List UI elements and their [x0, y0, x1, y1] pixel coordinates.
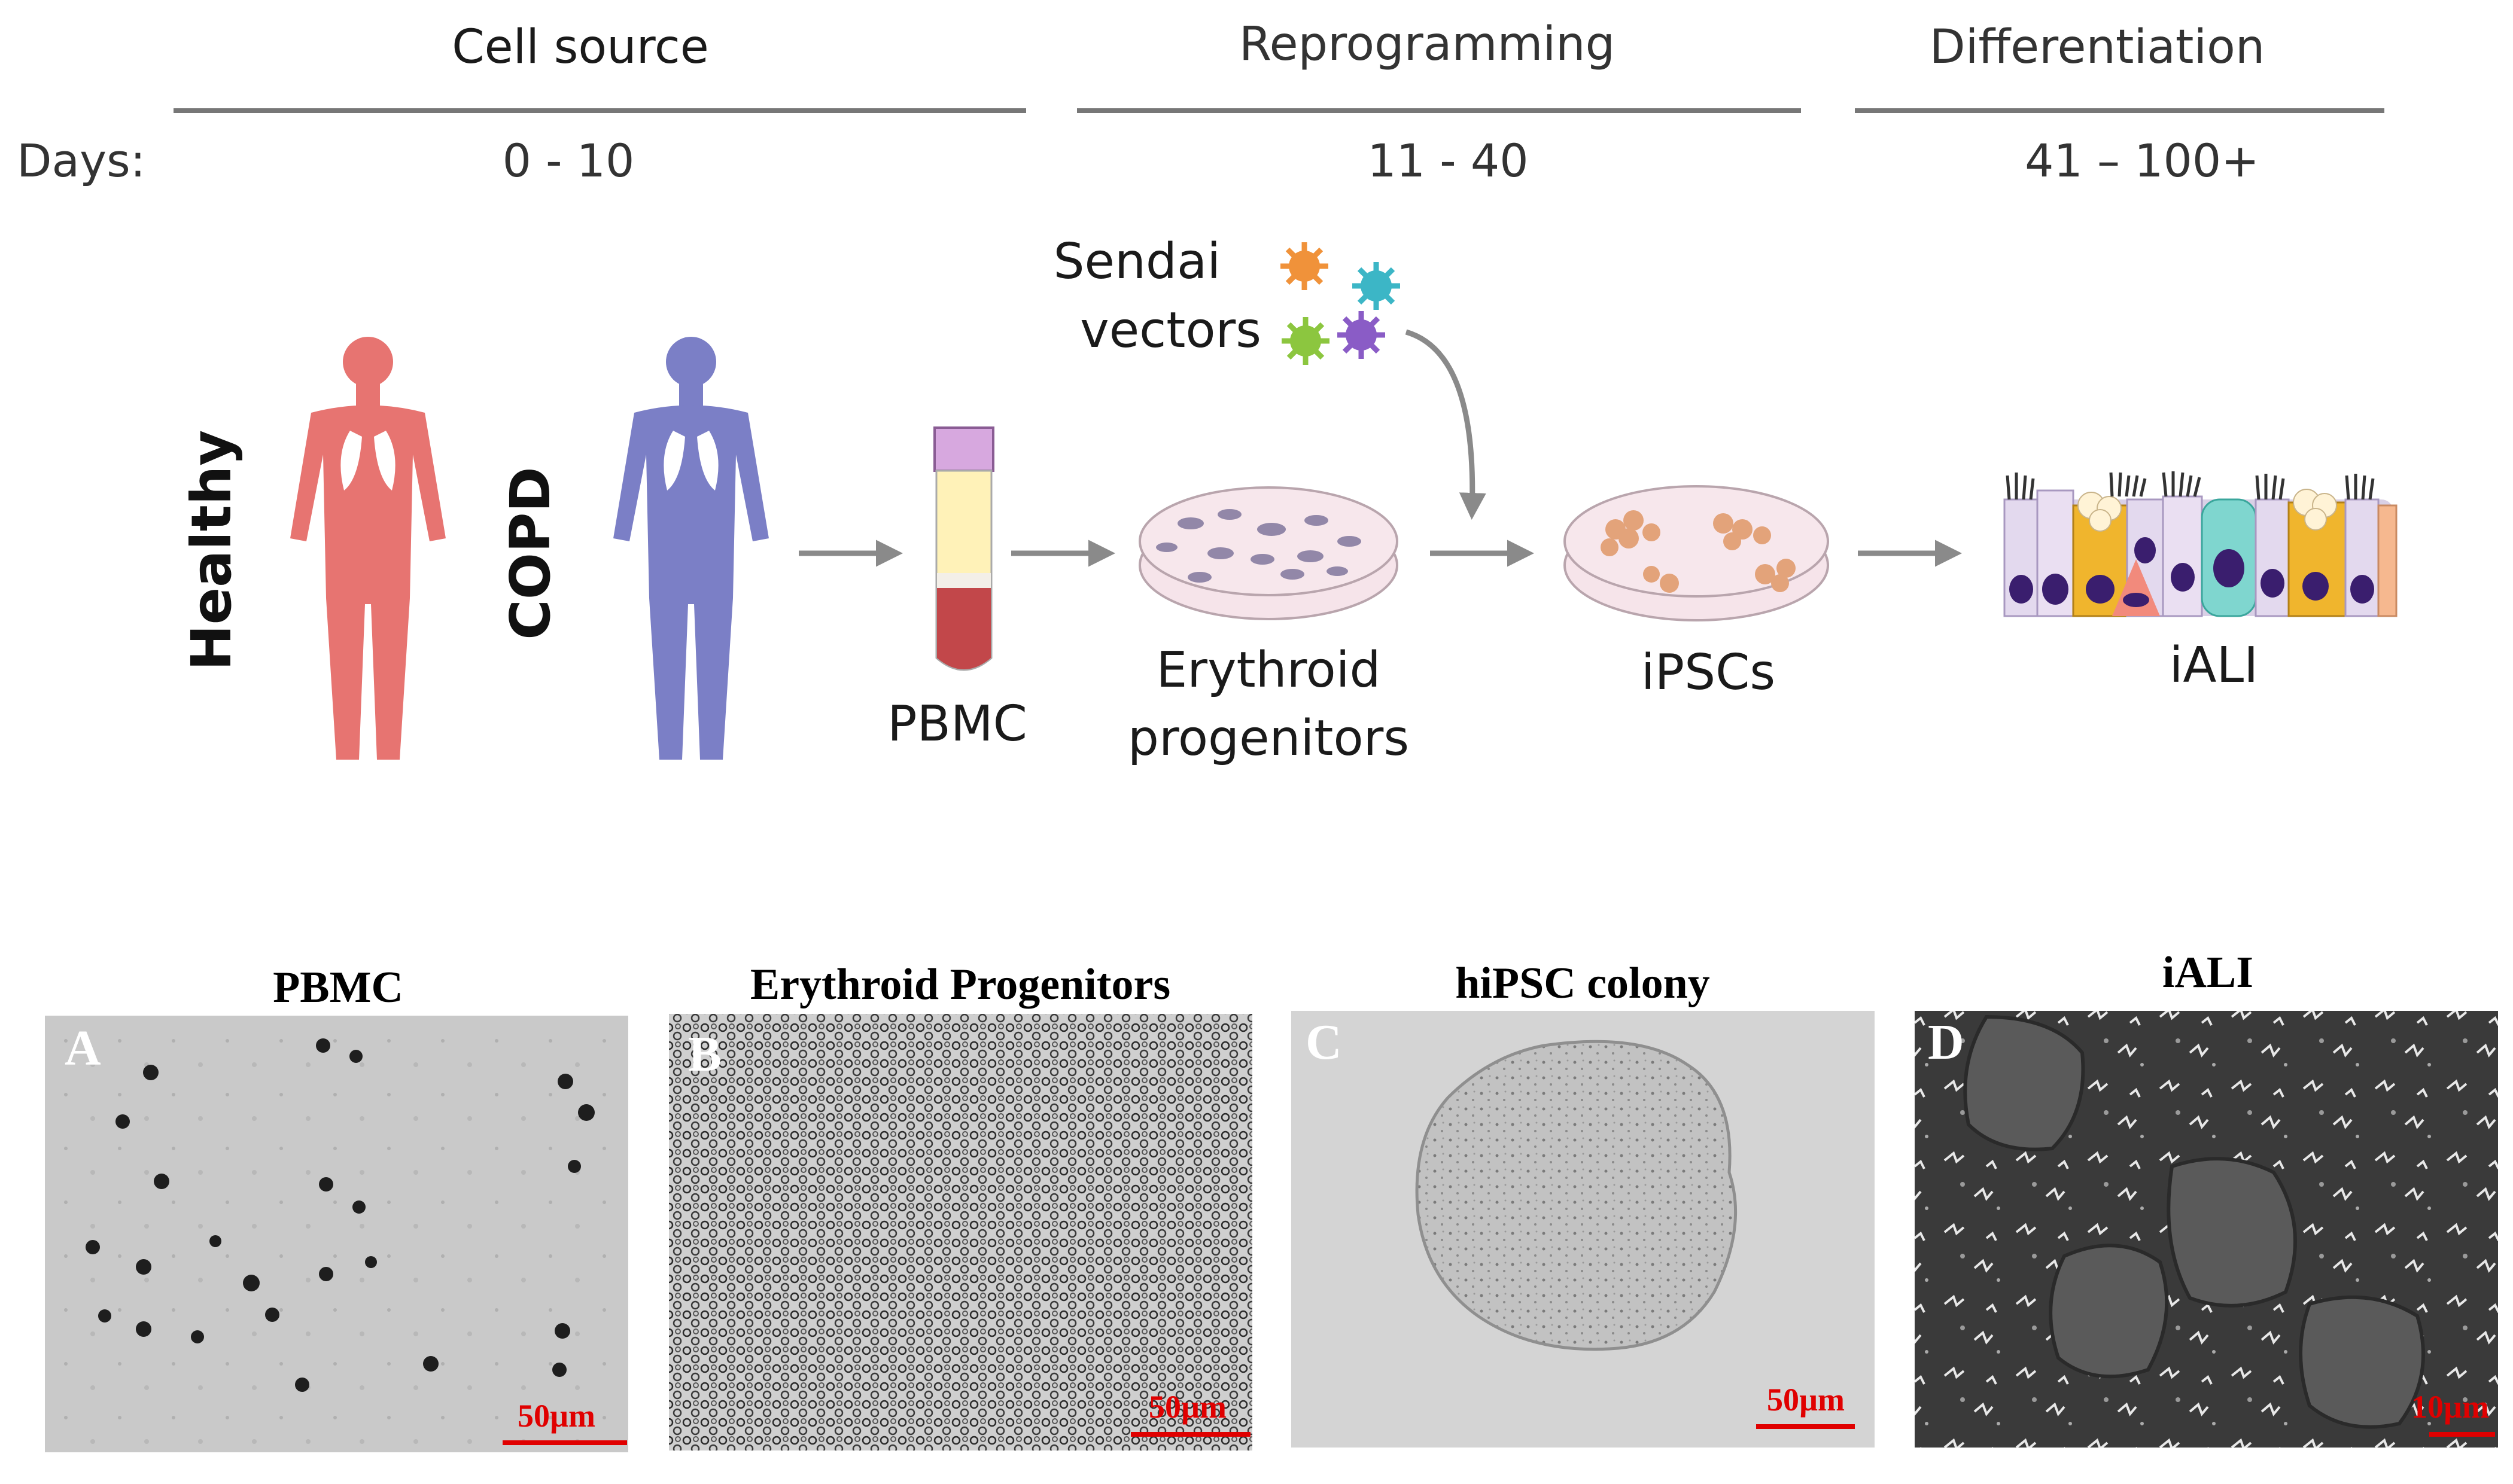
copd-label: COPD [498, 467, 562, 640]
micrograph-letter-c: C [1306, 1014, 1342, 1070]
micrograph-letter-a: A [65, 1020, 101, 1076]
days-range-reprogramming: 11 - 40 [1367, 134, 1528, 187]
timeline-header: Cell source Reprogramming Differentiatio… [17, 17, 2384, 187]
phase-title-cell-source: Cell source [452, 20, 709, 74]
arrow-sendai-to-ipscs [1405, 329, 1486, 520]
blood-tube-icon [933, 426, 994, 671]
iali-epithelium-icon [2003, 471, 2398, 617]
micrograph-panel-d: iALI D 10µm [1915, 948, 2498, 1448]
virus-orange-icon [1280, 242, 1328, 290]
micrograph-title-c: hiPSC colony [1455, 959, 1710, 1008]
days-label: Days: [17, 134, 145, 187]
sendai-label-line1: Sendai [1053, 233, 1221, 290]
micrograph-panel-c: hiPSC colony C 50µm [1291, 959, 1875, 1448]
healthy-donor-figure [290, 337, 446, 760]
micrograph-image-b [669, 1014, 1252, 1451]
micrograph-letter-b: B [688, 1026, 722, 1082]
micrograph-panel-a: PBMC A 50µm [45, 963, 628, 1452]
virus-green-icon [1282, 317, 1329, 365]
pbmc-cells [86, 1038, 595, 1392]
micrograph-scale-text-c: 50µm [1767, 1382, 1845, 1418]
erythroid-label-line1: Erythroid [1156, 642, 1380, 699]
healthy-label: Healthy [180, 430, 244, 671]
micrograph-title-a: PBMC [273, 963, 403, 1012]
hipsc-colony-shape [1415, 1040, 1738, 1351]
days-range-cell-source: 0 - 10 [503, 134, 635, 187]
micrograph-title-b: Erythroid Progenitors [750, 960, 1170, 1009]
sem-cell-surfaces [1963, 1014, 2425, 1429]
micrograph-letter-d: D [1928, 1014, 1964, 1070]
workflow: Healthy COPD PBMC [180, 233, 2398, 767]
micrograph-panels: PBMC A 50µm Erythroid Progenitors B 50µm [45, 948, 2498, 1452]
micrograph-title-d: iALI [2162, 948, 2253, 997]
copd-donor-figure [613, 337, 769, 760]
ipsc-dish-icon [1563, 485, 1829, 621]
phase-title-differentiation: Differentiation [1930, 20, 2265, 74]
micrograph-panel-b: Erythroid Progenitors B 50µm [669, 960, 1252, 1451]
micrograph-scale-text-a: 50µm [518, 1398, 595, 1434]
micrograph-image-a [45, 1016, 628, 1452]
pbmc-label: PBMC [887, 696, 1027, 752]
iali-label: iALI [2170, 637, 2259, 694]
erythroid-label-line2: progenitors [1128, 710, 1409, 767]
sendai-label-line2: vectors [1080, 302, 1261, 359]
virus-purple-icon [1337, 311, 1385, 359]
days-range-differentiation: 41 – 100+ [2025, 134, 2259, 187]
erythroid-dish-icon [1139, 486, 1398, 620]
virus-teal-icon [1352, 262, 1400, 310]
phase-title-reprogramming: Reprogramming [1239, 17, 1615, 71]
ipscs-label: iPSCs [1641, 644, 1775, 701]
micrograph-scale-text-d: 10µm [2411, 1389, 2489, 1425]
micrograph-scale-text-b: 50µm [1149, 1389, 1227, 1425]
